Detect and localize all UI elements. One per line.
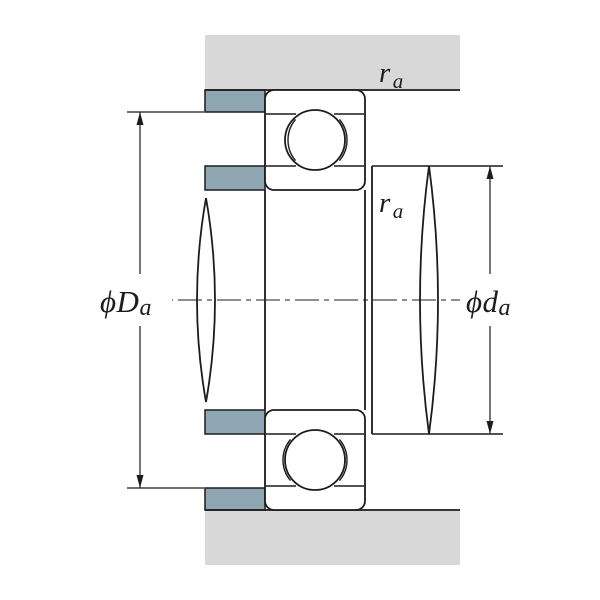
housing-block-top bbox=[205, 35, 460, 90]
cage-arc bbox=[282, 438, 292, 482]
shaft-abutment-bottom bbox=[204, 409, 266, 435]
fillet-radius-label-mid: ra bbox=[379, 187, 404, 223]
shaft-abutment-diameter-label: ϕda bbox=[466, 284, 511, 321]
cage-arc bbox=[287, 118, 297, 162]
arrow-up-icon bbox=[136, 112, 144, 125]
bearing-section-bottom bbox=[264, 409, 366, 511]
shaft-break-left bbox=[196, 197, 216, 403]
housing-abutment-diameter-label: ϕDa bbox=[100, 284, 152, 321]
shaft-break-right bbox=[419, 165, 439, 435]
cage-arc bbox=[338, 438, 348, 482]
label-mask-right bbox=[460, 274, 528, 326]
arrow-up-icon bbox=[486, 166, 494, 179]
dimension-da bbox=[486, 166, 494, 434]
shaft-abutment-top bbox=[204, 165, 266, 191]
fillet-radius-label-top: ra bbox=[379, 57, 404, 93]
arrow-down-icon bbox=[486, 421, 494, 434]
ball-bottom bbox=[284, 429, 346, 491]
cage-arc bbox=[338, 118, 348, 162]
ball-top bbox=[284, 109, 346, 171]
dimension-Da bbox=[127, 111, 204, 489]
label-mask-left bbox=[96, 274, 172, 326]
housing-abutment-bottom bbox=[204, 487, 266, 511]
bearing-section-top bbox=[264, 89, 366, 191]
housing-abutment-top bbox=[204, 89, 266, 113]
arrow-down-icon bbox=[136, 475, 144, 488]
housing-block-bottom bbox=[205, 510, 460, 565]
